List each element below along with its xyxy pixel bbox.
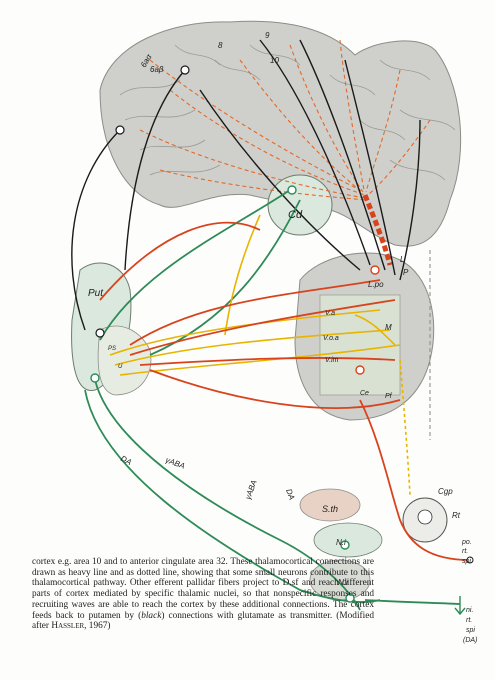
black-fibers — [71, 39, 421, 331]
red-fibers — [99, 221, 471, 561]
label-put: Put — [88, 288, 104, 299]
thalamocortical-bundle — [362, 194, 393, 266]
label-voa: V.o.a — [323, 335, 339, 342]
label-lpo: L.po — [368, 280, 384, 289]
label-ps: PS — [108, 346, 116, 352]
label-side-1: po. — [461, 539, 472, 546]
label-u: U — [118, 364, 123, 370]
label-m: M — [385, 323, 392, 332]
caudate-nucleus — [267, 174, 333, 236]
label-side-6: spi — [466, 627, 475, 634]
label-gaba-1: γABA — [164, 455, 186, 470]
label-da-2: DA — [284, 488, 296, 502]
label-sth: S.th — [322, 504, 338, 514]
label-area8: 8 — [218, 41, 223, 50]
pallidum — [97, 325, 152, 396]
yellow-fibers — [109, 214, 411, 496]
label-area9: 9 — [265, 31, 270, 40]
label-ce: Ce — [360, 390, 369, 397]
caption-part-1: cortex e.g. area 10 and to anterior cing… — [32, 557, 374, 621]
neuron-markers — [90, 65, 474, 603]
cortex-fan-projections — [139, 39, 431, 201]
label-cd: Cd — [288, 209, 303, 221]
brainstem-core — [417, 509, 433, 525]
label-cgp: Cgp — [438, 487, 453, 496]
label-area10: 10 — [270, 56, 279, 65]
label-ni: N.i — [336, 538, 346, 547]
label-da-1: DA — [119, 454, 133, 467]
caption-black: black — [141, 610, 162, 621]
arrow-green-down — [454, 596, 466, 616]
nucleus-intercalatus — [313, 522, 383, 558]
label-side-5: rt. — [466, 617, 472, 624]
label-rt: Rt — [452, 511, 461, 520]
cortex-hemisphere — [99, 20, 462, 247]
label-side-3: spi — [462, 558, 471, 565]
caption-part-2: ) connections with glutamate as transmit… — [32, 610, 374, 632]
label-side-7: (DA) — [463, 637, 477, 644]
label-l: L — [400, 255, 404, 264]
label-p: P — [403, 268, 409, 277]
label-side-2: rt. — [462, 548, 468, 555]
label-va: V.a — [325, 310, 335, 317]
subthalamic-nucleus — [299, 488, 361, 522]
label-gaba-2: γABA — [243, 479, 258, 501]
figure-caption: cortex e.g. area 10 and to anterior cing… — [32, 557, 374, 632]
caption-part-3: , 1967) — [84, 621, 111, 632]
caption-author: Hassler — [51, 621, 85, 632]
label-side-4: ni. — [466, 607, 473, 614]
label-area6b: 6aβ — [150, 65, 164, 74]
label-pf: Pf — [385, 393, 393, 400]
label-nr: N.r — [338, 578, 349, 587]
label-vim: V.im — [325, 357, 339, 364]
